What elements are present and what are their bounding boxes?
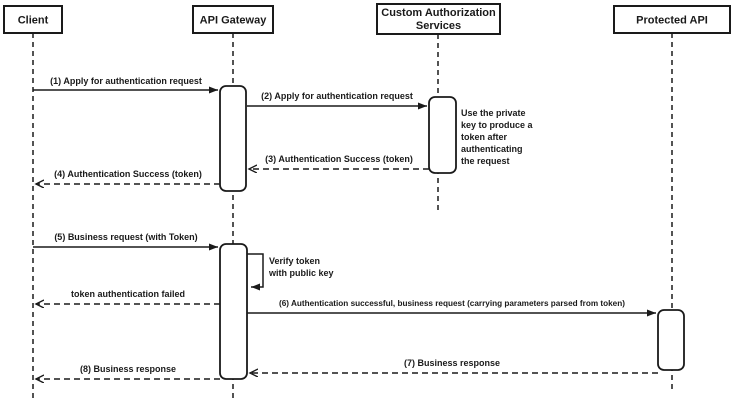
note-use-private-key: Use the private key to produce a token a… — [461, 108, 534, 166]
note-line1: Use the private — [461, 108, 526, 118]
note-line2: key to produce a — [461, 120, 534, 130]
message-label-5: (5) Business request (with Token) — [54, 232, 197, 242]
activation-api-gateway-1 — [219, 85, 247, 192]
message-label-6: (6) Authentication successful, business … — [279, 299, 625, 308]
self-message-label-line1: Verify token — [269, 256, 320, 266]
message-label-token-failed: token authentication failed — [71, 289, 185, 299]
actor-label-api-gateway: API Gateway — [200, 15, 268, 27]
message-label-4: (4) Authentication Success (token) — [54, 169, 202, 179]
actor-box-api-gateway — [192, 5, 274, 34]
message-label-1: (1) Apply for authentication request — [50, 76, 202, 86]
self-message-label-line2: with public key — [268, 268, 334, 278]
actor-custom-authorization-services: Custom Authorization Services — [376, 3, 501, 35]
actor-protected-api: Protected API — [613, 5, 731, 34]
actor-api-gateway: API Gateway — [192, 5, 274, 34]
actor-box-custom-authorization-services — [376, 3, 501, 35]
activation-custom-authorization — [428, 96, 457, 174]
activation-api-gateway-2 — [219, 243, 248, 380]
note-line5: the request — [461, 156, 510, 166]
self-message-line-verify-token — [247, 253, 264, 291]
actor-label-custom-authorization-line1: Custom Authorization — [381, 7, 496, 19]
message-label-3: (3) Authentication Success (token) — [265, 154, 413, 164]
message-label-2: (2) Apply for authentication request — [261, 91, 413, 101]
message-label-7: (7) Business response — [404, 358, 500, 368]
activation-protected-api — [657, 309, 685, 371]
actor-box-protected-api — [613, 5, 731, 34]
actor-label-client: Client — [18, 15, 49, 27]
note-line3: token after — [461, 132, 508, 142]
actor-label-custom-authorization-line2: Services — [416, 20, 461, 32]
actor-label-protected-api: Protected API — [636, 15, 708, 27]
actor-client: Client — [3, 5, 63, 34]
message-label-8: (8) Business response — [80, 364, 176, 374]
note-line4: authenticating — [461, 144, 523, 154]
actor-box-client — [3, 5, 63, 34]
